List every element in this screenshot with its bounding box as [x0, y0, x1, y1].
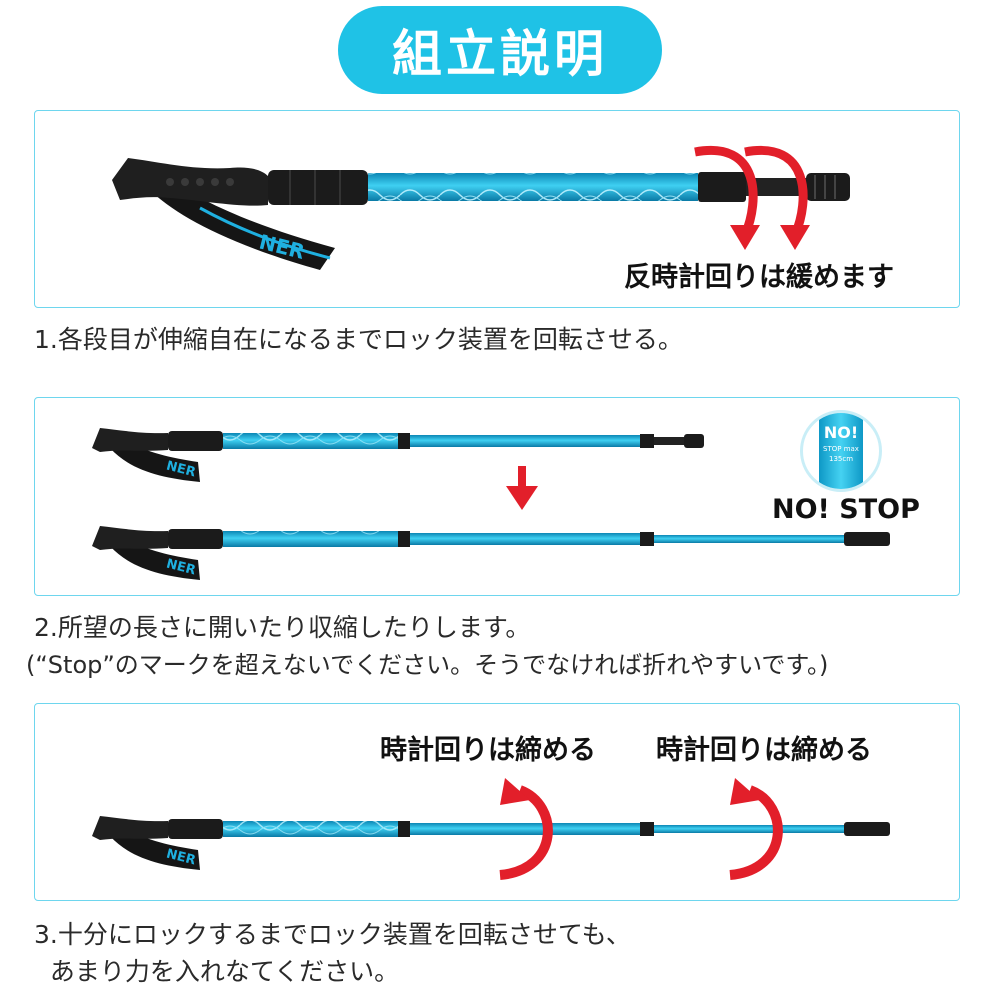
badge-stop-text: STOP [823, 445, 842, 453]
page-title: 組立説明 [392, 25, 608, 83]
loosen-arrow-1 [694, 145, 758, 237]
tighten-label-left: 時計回りは締める [380, 735, 596, 766]
step2-caption-line2: (“Stop”のマークを超えないでください。そうでなければ折れやすいです。) [26, 651, 829, 679]
loosen-label: 反時計回りは緩めます [624, 262, 894, 293]
extend-arrow-down [506, 486, 538, 510]
badge-length-text: 135cm [828, 455, 854, 463]
pole-extended [92, 526, 890, 580]
step3-caption-line2: あまり力を入れなてください。 [34, 957, 400, 986]
tighten-label-right: 時計回りは締める [656, 735, 872, 766]
step3-caption-line1: 3.十分にロックするまでロック装置を回転させても、 [34, 920, 631, 949]
step3-pole-illustration [92, 778, 890, 880]
step2-caption-line1: 2.所望の長さに開いたり収縮したりします。 [34, 613, 531, 642]
pole-collapsed [92, 428, 704, 482]
no-stop-label: NO! STOP [772, 494, 920, 525]
pole-locked [92, 816, 890, 870]
loosen-arrow-2 [744, 145, 808, 237]
grip [112, 158, 268, 206]
tighten-arrow-2 [729, 785, 783, 880]
badge-no-text: NO! [823, 423, 859, 442]
badge-max-text: max [843, 445, 859, 453]
title-banner: 組立説明 [338, 6, 662, 94]
stop-mark-badge: NO! STOP max 135cm [800, 410, 882, 492]
step1-pole-illustration: NER [112, 145, 850, 270]
step2-pole-illustrations [92, 428, 890, 580]
tighten-arrow-1 [499, 785, 553, 880]
step1-caption: 1.各段目が伸縮自在になるまでロック装置を回転させる。 [34, 325, 683, 354]
